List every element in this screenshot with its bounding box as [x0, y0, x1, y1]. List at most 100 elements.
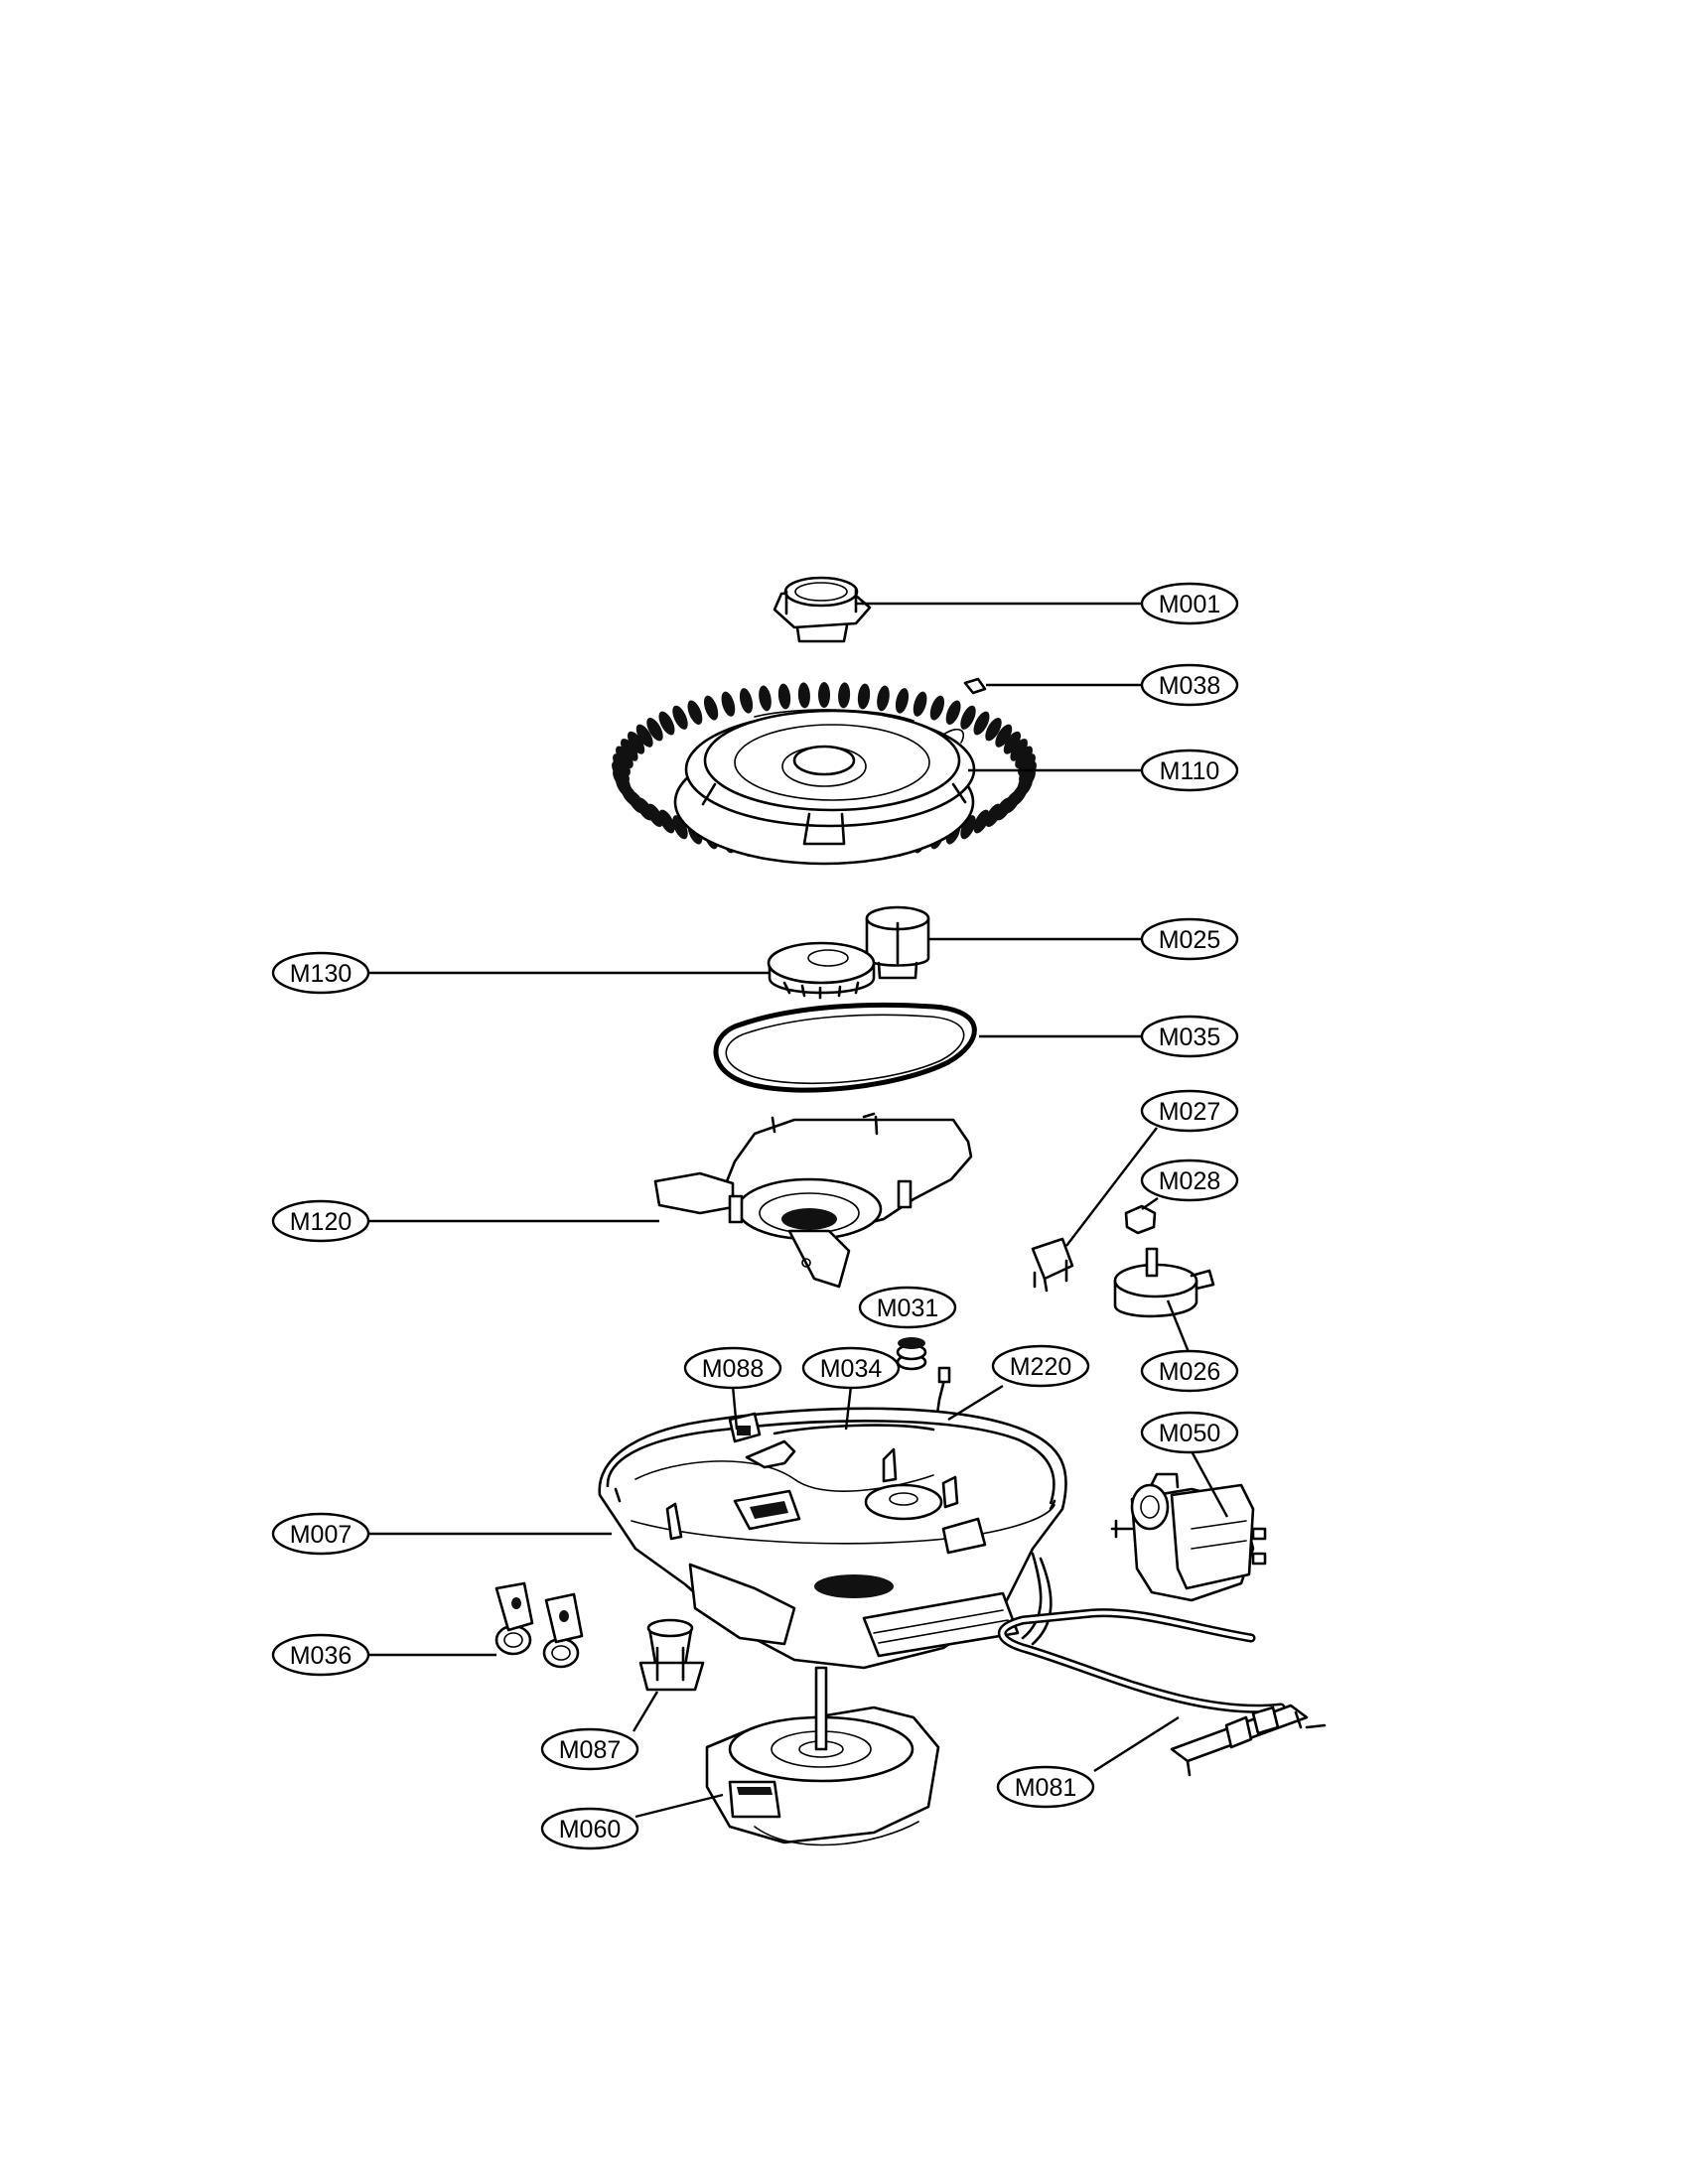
filter-tooth [818, 682, 830, 708]
callout-label: M220 [1010, 1353, 1072, 1381]
filter-tooth [721, 691, 736, 717]
filter-tooth [913, 691, 927, 717]
filter-tooth [960, 815, 976, 840]
filter-tooth [857, 683, 871, 710]
filter-tooth [797, 682, 810, 709]
filter-tooth [1010, 739, 1028, 761]
part-m028-nut [1124, 1204, 1157, 1235]
part-m120-pump-housing [653, 1112, 973, 1289]
filter-tooth [646, 717, 663, 742]
part-m026-sensor [1113, 1247, 1215, 1318]
filter-tooth [1003, 731, 1022, 754]
callout-m060: M060 [540, 1807, 639, 1850]
part-m220-wire [935, 1366, 951, 1416]
part-m081-heater [997, 1608, 1327, 1777]
callout-label: M027 [1159, 1098, 1221, 1126]
filter-tooth [877, 685, 890, 712]
callout-label: M130 [290, 960, 352, 988]
callout-label: M028 [1159, 1167, 1221, 1195]
leader-m028 [1141, 1197, 1159, 1210]
filter-tooth [703, 695, 719, 721]
leader-m050 [1190, 1450, 1229, 1518]
leader-lines [368, 602, 1229, 1819]
callout-m130: M130 [271, 951, 370, 995]
filter-tooth [687, 700, 703, 725]
callout-m028: M028 [1140, 1159, 1239, 1202]
callout-label: M088 [702, 1355, 765, 1383]
part-m035-gasket [713, 1002, 977, 1093]
callout-m026: M026 [1140, 1349, 1239, 1393]
part-m007-sump [598, 1407, 1067, 1670]
callout-label: M120 [290, 1208, 352, 1236]
callout-m025: M025 [1140, 917, 1239, 961]
filter-tooth [658, 809, 675, 834]
filter-tooth [973, 809, 990, 834]
leader-m060 [634, 1793, 724, 1819]
leader-m088 [731, 1385, 739, 1431]
callout-m007: M007 [271, 1512, 370, 1556]
callout-label: M007 [290, 1521, 352, 1549]
filter-tooth [973, 711, 990, 736]
callout-m110: M110 [1140, 749, 1239, 792]
part-m001-hub-cap [773, 576, 872, 643]
filter-tooth [777, 683, 791, 710]
callout-label: M110 [1160, 757, 1220, 785]
callout-label: M025 [1159, 926, 1221, 954]
callout-m081: M081 [996, 1765, 1095, 1809]
callout-m038: M038 [1140, 663, 1239, 707]
part-m038-clip [963, 677, 987, 695]
callout-label: M031 [877, 1295, 939, 1322]
filter-tooth [621, 739, 638, 761]
part-m087-adapter [638, 1618, 705, 1692]
callout-m001: M001 [1140, 582, 1239, 625]
callout-label: M035 [1159, 1024, 1221, 1051]
callout-label: M034 [820, 1355, 883, 1383]
filter-tooth [672, 815, 688, 840]
filter-tooth [960, 705, 976, 730]
part-m130-impeller [767, 941, 876, 1000]
callout-label: M026 [1159, 1358, 1221, 1386]
filter-tooth [759, 685, 772, 712]
callout-m027: M027 [1140, 1089, 1239, 1133]
leader-m027 [1065, 1127, 1158, 1247]
callout-m031: M031 [858, 1286, 957, 1329]
part-m027-connector [1031, 1237, 1074, 1293]
filter-tooth [658, 711, 675, 736]
filter-tooth [985, 803, 1002, 828]
filter-tooth [895, 688, 910, 714]
filter-tooth [627, 731, 645, 754]
callout-label: M036 [290, 1642, 352, 1670]
filter-tooth [929, 695, 945, 721]
callout-label: M001 [1159, 591, 1221, 618]
leader-m026 [1166, 1299, 1191, 1353]
part-m034-clip [773, 1424, 935, 1435]
callout-label: M038 [1159, 672, 1221, 700]
callout-m087: M087 [540, 1727, 639, 1771]
filter-tooth [635, 724, 653, 748]
callout-label: M060 [559, 1816, 622, 1843]
filter-tooth [1015, 746, 1033, 769]
callout-m050: M050 [1140, 1411, 1239, 1454]
part-m025-cylinder [865, 905, 930, 980]
callout-m036: M036 [271, 1633, 370, 1677]
part-m088-wire-clip [728, 1412, 762, 1443]
filter-tooth [985, 717, 1002, 742]
part-m031-grommet [896, 1337, 927, 1371]
callout-m035: M035 [1140, 1015, 1239, 1058]
filter-tooth [672, 705, 688, 730]
leader-m034 [844, 1385, 853, 1431]
leader-m087 [632, 1691, 659, 1732]
part-m036-clamps [494, 1581, 584, 1669]
filter-tooth [613, 753, 631, 776]
part-m110-filter-assembly [612, 682, 1037, 866]
filter-tooth [838, 682, 851, 709]
callout-m088: M088 [683, 1346, 782, 1390]
callout-m034: M034 [801, 1346, 901, 1390]
callout-m120: M120 [271, 1199, 370, 1243]
leader-m220 [947, 1384, 1004, 1422]
callout-m220: M220 [991, 1344, 1090, 1388]
leader-m081 [1093, 1715, 1180, 1773]
filter-tooth [616, 746, 633, 769]
part-m050-drain-pump [1110, 1472, 1267, 1602]
